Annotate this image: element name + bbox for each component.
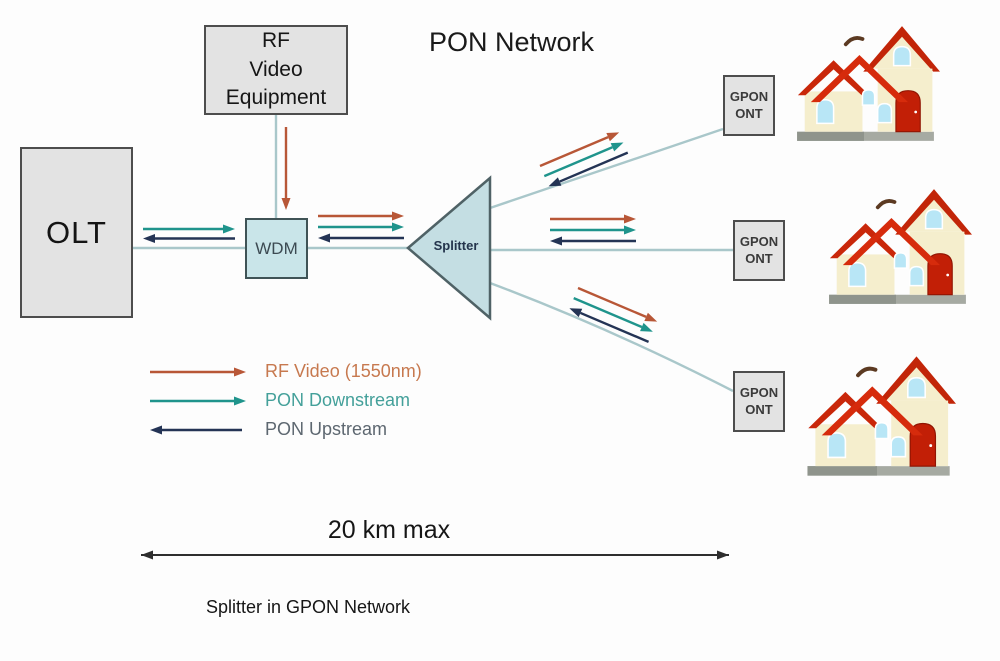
splitter-ont1-arrows (539, 132, 629, 187)
house-icon (827, 187, 974, 306)
gpon-ont-label: GPON ONT (739, 233, 779, 266)
legend-item-pon-upstream: PON Upstream (265, 419, 388, 439)
distance-label: 20 km max (327, 516, 451, 544)
wdm-label: WDM (255, 238, 298, 258)
gpon-ont-node-3: GPON ONT (733, 371, 785, 432)
wdm-splitter-arrows (318, 211, 404, 243)
gpon-ont-node-2: GPON ONT (733, 220, 785, 281)
olt-label: OLT (46, 214, 107, 250)
diagram-caption: Splitter in GPON Network (206, 597, 411, 617)
splitter-label: Splitter (433, 238, 479, 253)
page-title: PON Network (429, 27, 595, 57)
legend-item-pon-downstream: PON Downstream (265, 390, 411, 410)
house-icon (805, 354, 958, 478)
olt-wdm-arrows (143, 224, 235, 243)
legend-arrows (150, 367, 246, 435)
splitter-ont2-arrows (550, 214, 636, 246)
fiber-lines (133, 115, 734, 393)
gpon-ont-node-1: GPON ONT (723, 75, 775, 136)
wdm-node: WDM (245, 218, 308, 279)
rf-video-equipment-node: RF Video Equipment (204, 25, 348, 115)
legend-item-rf-video: RF Video (1550nm) (265, 361, 422, 381)
distance-arrow (141, 550, 729, 560)
house-icon (795, 24, 942, 143)
rf-feed-arrow (281, 127, 291, 210)
rf-video-equipment-label: RF Video Equipment (225, 29, 327, 110)
gpon-ont-label: GPON ONT (729, 88, 769, 121)
splitter-ont3-arrows (569, 286, 658, 343)
gpon-ont-label: GPON ONT (739, 384, 779, 417)
olt-node: OLT (20, 147, 133, 318)
